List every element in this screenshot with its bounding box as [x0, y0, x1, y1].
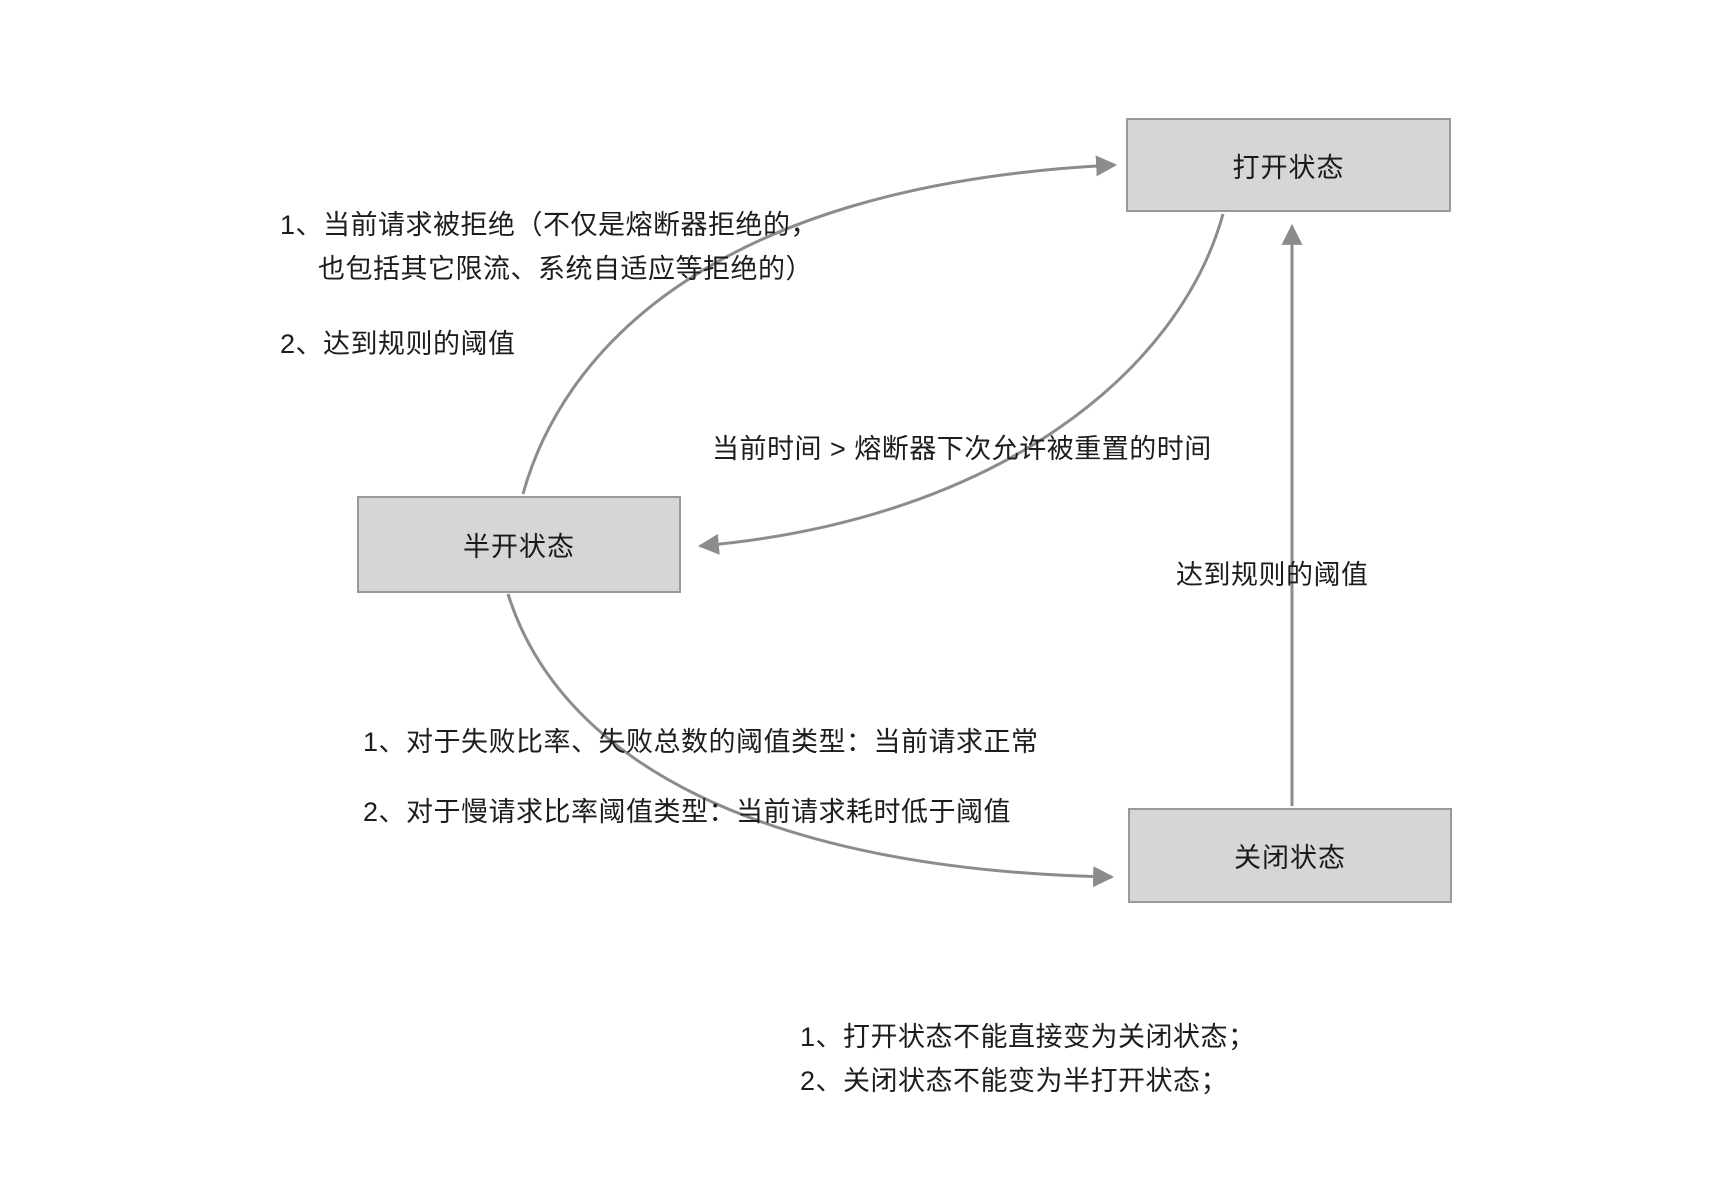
edge-label-open-to-half-open: 当前时间 > 熔断器下次允许被重置的时间	[712, 434, 1212, 464]
edge-half-open-to-open	[521, 155, 1118, 495]
edge-open-to-half-open	[697, 213, 1225, 555]
edge-label-half-open-to-open-line3: 2、达到规则的阈值	[280, 329, 516, 359]
edge-label-closed-to-open: 达到规则的阈值	[1176, 560, 1369, 590]
node-open-label: 打开状态	[1232, 152, 1345, 183]
edge-label-half-open-to-open-line1: 1、当前请求被拒绝（不仅是熔断器拒绝的，	[280, 210, 819, 240]
note-line-2: 2、关闭状态不能变为半打开状态；	[800, 1066, 1229, 1096]
node-closed-label: 关闭状态	[1234, 843, 1346, 873]
edge-label-half-open-to-closed-line1: 1、对于失败比率、失败总数的阈值类型：当前请求正常	[363, 727, 1039, 757]
edge-label-half-open-to-closed-line2: 2、对于慢请求比率阈值类型：当前请求耗时低于阈值	[363, 797, 1012, 827]
edge-label-half-open-to-open-line2: 也包括其它限流、系统自适应等拒绝的）	[318, 254, 813, 284]
edge-half-open-to-closed	[506, 593, 1115, 888]
node-open[interactable]: 打开状态	[1126, 118, 1451, 212]
node-half-open-label: 半开状态	[463, 532, 575, 562]
node-closed[interactable]: 关闭状态	[1128, 808, 1452, 903]
node-half-open[interactable]: 半开状态	[357, 496, 681, 593]
note-line-1: 1、打开状态不能直接变为关闭状态；	[800, 1022, 1256, 1052]
